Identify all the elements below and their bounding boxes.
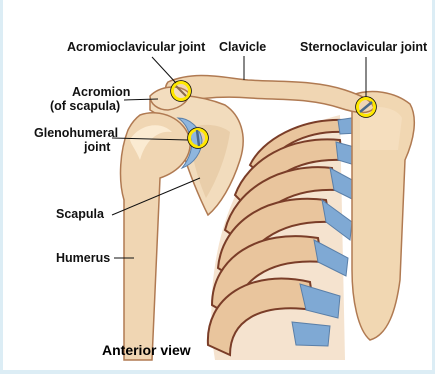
label-glenohumeral: Glenohumeral (34, 126, 118, 140)
label-glenohumeral-joint: joint (84, 140, 110, 154)
label-acromioclavicular-joint: Acromioclavicular joint (67, 40, 205, 54)
label-clavicle: Clavicle (219, 40, 266, 54)
label-humerus: Humerus (56, 251, 110, 265)
view-caption: Anterior view (102, 342, 191, 358)
humerus-bone (121, 113, 191, 360)
label-scapula: Scapula (56, 207, 104, 221)
label-acromion-sub: (of scapula) (50, 99, 120, 113)
label-sternoclavicular-joint: Sternoclavicular joint (300, 40, 427, 54)
costal-cartilage-7 (292, 322, 330, 346)
label-acromion: Acromion (72, 85, 130, 99)
